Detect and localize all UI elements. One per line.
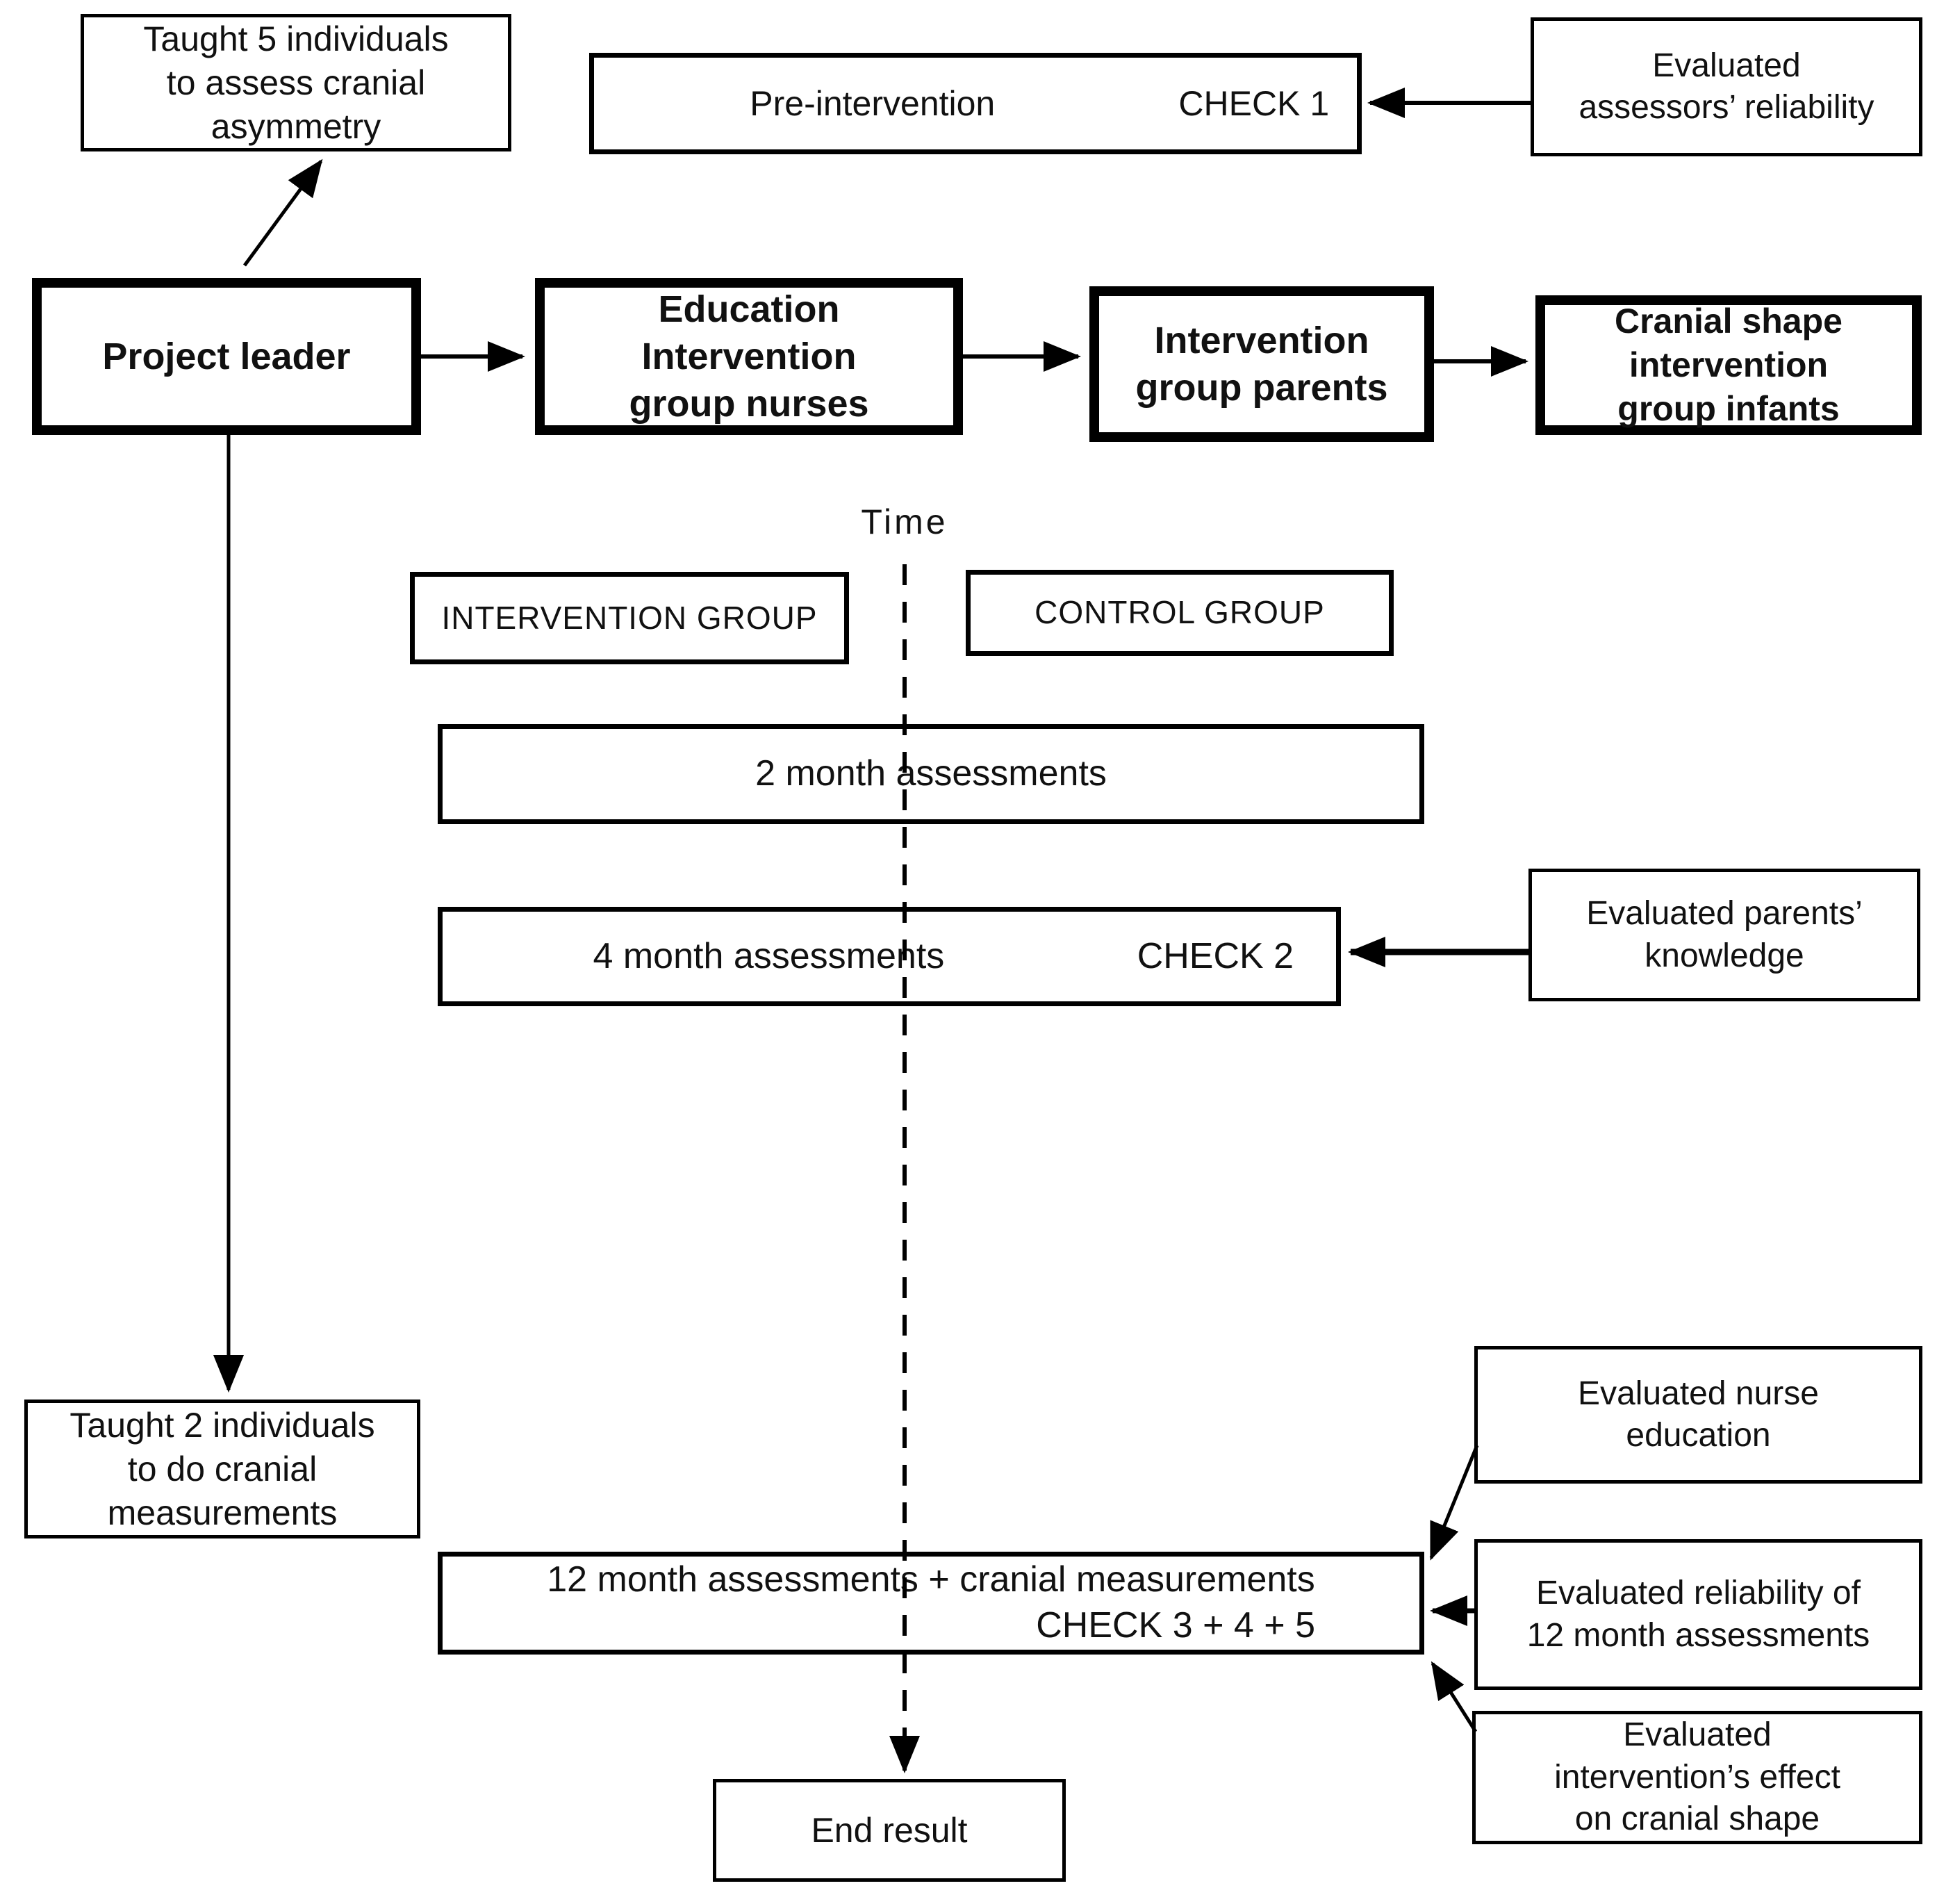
box-taught-5-individuals-label: Taught 5 individuals to assess cranial a… [143, 19, 449, 146]
box-taught-5-individuals: Taught 5 individuals to assess cranial a… [81, 14, 511, 151]
box-evaluated-assessors-reliability: Evaluated assessors’ reliability [1531, 17, 1922, 156]
evaluated-parents-label: Evaluated parents’ knowledge [1586, 895, 1863, 974]
evaluated-assessors-label: Evaluated assessors’ reliability [1579, 47, 1874, 126]
check-3-4-5-label: CHECK 3 + 4 + 5 [1036, 1605, 1315, 1646]
box-2-month-assessments: 2 month assessments [438, 724, 1424, 824]
check-2-label: CHECK 2 [1137, 935, 1294, 976]
box-pre-intervention: Pre-intervention CHECK 1 [589, 53, 1362, 154]
box-control-group: CONTROL GROUP [966, 570, 1394, 656]
intervention-group-label: INTERVENTION GROUP [441, 599, 818, 636]
time-axis-label: Time [835, 502, 974, 542]
box-end-result: End result [713, 1779, 1066, 1882]
control-group-label: CONTROL GROUP [1035, 594, 1325, 631]
education-nurses-label: Education Intervention group nurses [629, 288, 869, 425]
box-evaluated-reliability-12-month: Evaluated reliability of 12 month assess… [1474, 1539, 1922, 1690]
project-leader-label: Project leader [102, 335, 351, 377]
time-axis-text: Time [861, 502, 948, 541]
box-education-intervention-group-nurses: Education Intervention group nurses [535, 278, 963, 435]
box-12-month-assessments: 12 month assessments + cranial measureme… [438, 1552, 1424, 1655]
box-cranial-shape-intervention-group-infants: Cranial shape intervention group infants [1535, 295, 1922, 435]
box-evaluated-nurse-education: Evaluated nurse education [1474, 1346, 1922, 1484]
arrow-intervention-effect-to-12-month [1431, 1661, 1478, 1733]
evaluated-reliability-label: Evaluated reliability of 12 month assess… [1526, 1575, 1870, 1654]
12-month-assessments-label: 12 month assessments + cranial measureme… [547, 1559, 1315, 1600]
end-result-label: End result [811, 1810, 968, 1850]
intervention-parents-label: Intervention group parents [1135, 319, 1388, 409]
box-intervention-group-parents: Intervention group parents [1089, 286, 1434, 442]
pre-intervention-label: Pre-intervention [750, 83, 996, 123]
box-4-month-assessments: 4 month assessments CHECK 2 [438, 907, 1341, 1006]
evaluated-effect-label: Evaluated intervention’s effect on crani… [1554, 1716, 1840, 1838]
arrow-nurse-education-to-12-month [1429, 1445, 1479, 1561]
2-month-assessments-label: 2 month assessments [755, 753, 1107, 794]
cranial-infants-label: Cranial shape intervention group infants [1615, 302, 1843, 428]
arrow-project-leader-to-taught5 [242, 158, 323, 267]
box-evaluated-parents-knowledge: Evaluated parents’ knowledge [1528, 869, 1920, 1001]
check-1-label: CHECK 1 [1178, 83, 1330, 123]
evaluated-nurse-education-label: Evaluated nurse education [1578, 1374, 1819, 1454]
box-taught-2-individuals: Taught 2 individuals to do cranial measu… [24, 1400, 420, 1538]
box-intervention-group: INTERVENTION GROUP [410, 572, 849, 664]
4-month-assessments-label: 4 month assessments [593, 935, 945, 976]
box-evaluated-intervention-effect: Evaluated intervention’s effect on crani… [1472, 1711, 1922, 1844]
box-taught-2-individuals-label: Taught 2 individuals to do cranial measu… [69, 1405, 375, 1532]
box-project-leader: Project leader [32, 278, 421, 435]
